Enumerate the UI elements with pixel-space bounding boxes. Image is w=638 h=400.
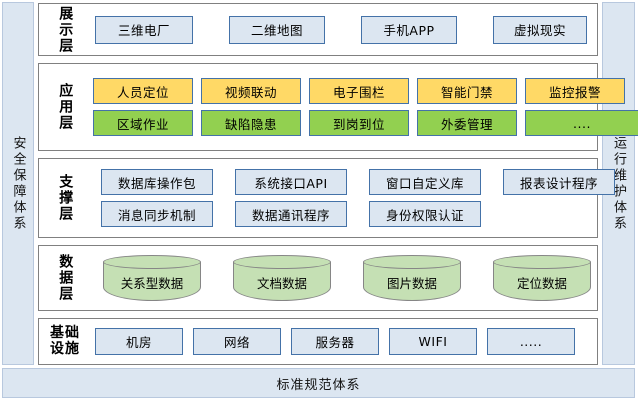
cylinder-data-4-label: 定位数据 bbox=[516, 275, 567, 291]
cylinder-top-ellipse bbox=[103, 255, 201, 269]
right-rail-label: 运行维护体系 bbox=[611, 135, 626, 232]
cylinder-data-3[interactable]: 图片数据 bbox=[363, 255, 461, 301]
node-application-8[interactable]: 到岗到位 bbox=[309, 110, 409, 136]
node-application-7[interactable]: 缺陷隐患 bbox=[201, 110, 301, 136]
node-presentation-3[interactable]: 手机APP bbox=[361, 15, 457, 44]
cylinder-top-ellipse bbox=[363, 255, 461, 269]
node-application-3[interactable]: 电子围栏 bbox=[309, 78, 409, 104]
node-application-9[interactable]: 外委管理 bbox=[417, 110, 517, 136]
node-presentation-2[interactable]: 二维地图 bbox=[229, 15, 325, 44]
layer-support: 支撑层 数据库操作包 系统接口API 窗口自定义库 报表设计程序 消息同步机制 … bbox=[38, 158, 615, 238]
bottom-bar-standards-system: 标准规范体系 bbox=[2, 368, 635, 398]
node-infrastructure-2[interactable]: 网络 bbox=[193, 328, 281, 355]
node-application-4[interactable]: 智能门禁 bbox=[417, 78, 517, 104]
node-infrastructure-1[interactable]: 机房 bbox=[95, 328, 183, 355]
cylinder-data-1-label: 关系型数据 bbox=[120, 275, 184, 291]
node-infrastructure-5[interactable]: ..... bbox=[487, 328, 575, 355]
node-support-6[interactable]: 数据通讯程序 bbox=[235, 201, 347, 227]
layer-application: 应用层 人员定位 视频联动 电子围栏 智能门禁 监控报警 区域作业 缺陷隐患 到… bbox=[38, 63, 638, 151]
node-support-1[interactable]: 数据库操作包 bbox=[101, 169, 213, 195]
layer-infrastructure-body: 机房 网络 服务器 WIFI ..... bbox=[91, 319, 597, 364]
node-support-5[interactable]: 消息同步机制 bbox=[101, 201, 213, 227]
node-presentation-4[interactable]: 虚拟现实 bbox=[493, 15, 587, 44]
layer-support-body: 数据库操作包 系统接口API 窗口自定义库 报表设计程序 消息同步机制 数据通讯… bbox=[91, 159, 619, 237]
cylinder-top-ellipse bbox=[233, 255, 331, 269]
layer-application-label: 应用层 bbox=[57, 83, 74, 131]
node-application-5[interactable]: 监控报警 bbox=[525, 78, 625, 104]
layer-infrastructure-label: 基础 设施 bbox=[50, 324, 80, 357]
layer-application-body: 人员定位 视频联动 电子围栏 智能门禁 监控报警 区域作业 缺陷隐患 到岗到位 … bbox=[91, 64, 638, 150]
application-row-1: 人员定位 视频联动 电子围栏 智能门禁 监控报警 bbox=[91, 78, 638, 104]
cylinder-data-2[interactable]: 文档数据 bbox=[233, 255, 331, 301]
layer-presentation-body: 三维电厂 二维地图 手机APP 虚拟现实 bbox=[91, 4, 597, 55]
node-infrastructure-3[interactable]: 服务器 bbox=[291, 328, 379, 355]
cylinder-data-4[interactable]: 定位数据 bbox=[493, 255, 591, 301]
layer-data-body: 关系型数据 文档数据 图片数据 定位数据 bbox=[91, 246, 597, 310]
bottom-bar-label: 标准规范体系 bbox=[276, 377, 361, 393]
node-support-2[interactable]: 系统接口API bbox=[235, 169, 347, 195]
node-application-6[interactable]: 区域作业 bbox=[93, 110, 193, 136]
left-rail-label: 安全保障体系 bbox=[10, 135, 26, 232]
node-application-1[interactable]: 人员定位 bbox=[93, 78, 193, 104]
support-row-2: 消息同步机制 数据通讯程序 身份权限认证 bbox=[91, 201, 615, 227]
layer-support-label: 支撑层 bbox=[57, 174, 74, 222]
layer-presentation-label: 展示层 bbox=[57, 5, 74, 54]
left-rail-security-system: 安全保障体系 bbox=[2, 2, 34, 365]
layer-data-label: 数据层 bbox=[57, 254, 74, 302]
node-application-10[interactable]: .... bbox=[525, 110, 638, 136]
cylinder-body bbox=[233, 262, 331, 301]
node-application-2[interactable]: 视频联动 bbox=[201, 78, 301, 104]
layer-data: 数据层 关系型数据 文档数据 图片数据 bbox=[38, 245, 598, 311]
application-row-2: 区域作业 缺陷隐患 到岗到位 外委管理 .... bbox=[91, 110, 638, 136]
layer-presentation: 展示层 三维电厂 二维地图 手机APP 虚拟现实 bbox=[38, 3, 598, 56]
cylinder-data-2-label: 文档数据 bbox=[256, 275, 307, 291]
node-presentation-1[interactable]: 三维电厂 bbox=[95, 15, 193, 44]
node-infrastructure-4[interactable]: WIFI bbox=[389, 328, 477, 355]
node-support-4[interactable]: 报表设计程序 bbox=[503, 169, 615, 195]
support-row-1: 数据库操作包 系统接口API 窗口自定义库 报表设计程序 bbox=[91, 169, 615, 195]
cylinder-top-ellipse bbox=[493, 255, 591, 269]
node-support-7[interactable]: 身份权限认证 bbox=[369, 201, 481, 227]
cylinder-data-3-label: 图片数据 bbox=[386, 275, 437, 291]
cylinder-data-1[interactable]: 关系型数据 bbox=[103, 255, 201, 301]
node-support-3[interactable]: 窗口自定义库 bbox=[369, 169, 481, 195]
layer-infrastructure: 基础 设施 机房 网络 服务器 WIFI ..... bbox=[38, 318, 598, 365]
